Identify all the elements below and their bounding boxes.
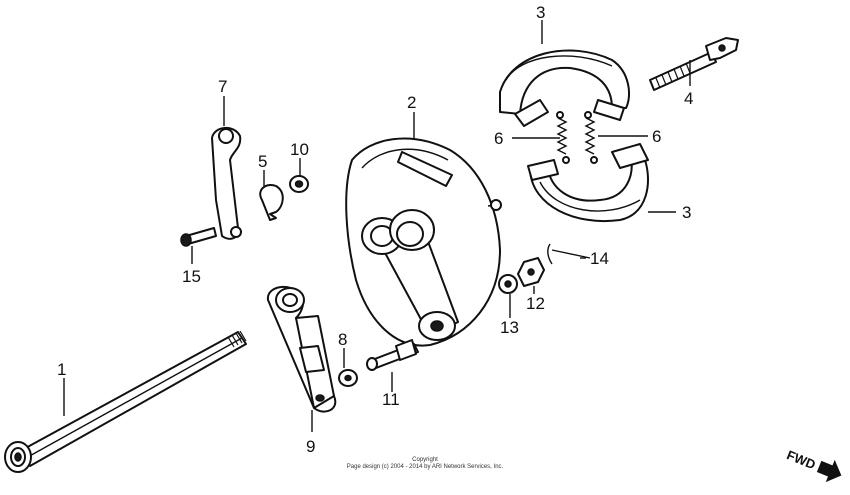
leader-lines	[63, 20, 691, 432]
brake-shoe-lower-part-3[interactable]	[527, 143, 649, 222]
callout-11: 11	[382, 390, 400, 409]
callout-12: 12	[526, 294, 545, 313]
callout-8: 8	[338, 330, 347, 349]
callout-3-upper: 3	[536, 3, 545, 22]
forward-direction-indicator: FWD	[785, 447, 842, 483]
adjuster-bolt-part-4[interactable]	[649, 37, 739, 91]
brake-shoe-upper-part-3[interactable]	[499, 49, 630, 127]
castle-nut-part-12[interactable]	[517, 257, 545, 287]
callout-13: 13	[500, 318, 519, 337]
stopper-arm-part-7[interactable]	[211, 127, 242, 240]
cotter-pin-part-14[interactable]	[547, 243, 591, 265]
washer-part-10[interactable]	[289, 175, 309, 193]
spring-part-6-right[interactable]	[584, 111, 598, 164]
fwd-label: FWD	[785, 447, 818, 472]
bolt-part-15[interactable]	[180, 227, 217, 247]
nut-part-8[interactable]	[338, 369, 358, 387]
copyright-notice: Copyright Page design (c) 2004 - 2014 by…	[280, 457, 570, 471]
brake-panel-part-2[interactable]	[345, 137, 502, 347]
spring-part-6-left[interactable]	[556, 111, 570, 164]
callout-1: 1	[57, 360, 66, 379]
callout-5: 5	[258, 152, 267, 171]
axle-part-1[interactable]	[4, 330, 247, 473]
brake-arm-part-9[interactable]	[266, 285, 337, 413]
forward-arrow-icon	[816, 459, 842, 483]
copyright-line-1: Copyright	[412, 457, 438, 463]
callout-14: 14	[590, 249, 609, 268]
callout-3-lower: 3	[682, 203, 691, 222]
callout-4: 4	[684, 89, 693, 108]
callout-15: 15	[182, 267, 201, 286]
copyright-line-2: Page design (c) 2004 - 2014 by ARI Netwo…	[346, 464, 504, 470]
camshaft-part-11[interactable]	[366, 339, 419, 371]
callout-2: 2	[407, 93, 416, 112]
washer-part-13[interactable]	[498, 274, 518, 294]
callout-10: 10	[290, 140, 309, 159]
circlip-part-5[interactable]	[259, 184, 284, 221]
callout-9: 9	[306, 437, 315, 456]
callout-7: 7	[218, 77, 227, 96]
callout-6-right: 6	[652, 127, 661, 146]
callout-6-left: 6	[494, 129, 503, 148]
